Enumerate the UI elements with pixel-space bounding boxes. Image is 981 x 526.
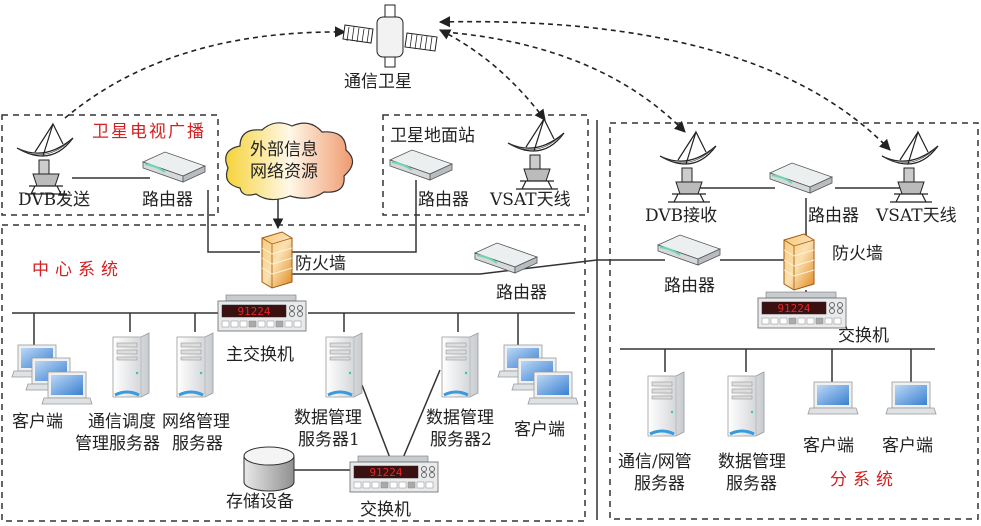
- link-satellite-vsat-branch: [438, 16, 891, 151]
- main-switch-icon: [217, 294, 307, 332]
- router-broadcast-label: 路由器: [142, 190, 193, 210]
- clients-left-label: 客户端: [12, 412, 63, 432]
- region-broadcast-box: [1, 114, 219, 216]
- vsat-ground-label: VSAT天线: [490, 190, 571, 210]
- branch-comm-server-label-1: 通信/网管: [618, 452, 692, 472]
- center-switch-icon: [349, 455, 439, 493]
- region-center-label: 中心系统: [32, 260, 124, 280]
- link-satellite-vsat-ground: [438, 29, 546, 121]
- dvb-send-antenna-icon: [16, 123, 74, 195]
- net-server-label-1: 网络管理: [162, 412, 230, 432]
- region-branch-box: [609, 122, 979, 520]
- branch-switch-label: 交换机: [838, 326, 889, 346]
- branch-data-server-label-1: 数据管理: [718, 452, 786, 472]
- router-broadcast-icon: [142, 151, 206, 183]
- branch-client-1-icon: [807, 381, 859, 415]
- satellite-label: 通信卫星: [344, 72, 412, 92]
- net-server-icon: [175, 331, 215, 399]
- firewall-branch-icon: [783, 233, 815, 291]
- firewall-branch-label: 防火墙: [832, 244, 883, 264]
- data-server-1-icon: [324, 331, 364, 399]
- branch-switch-icon: [757, 291, 847, 329]
- storage-icon: [243, 446, 295, 492]
- router-center-label: 路由器: [496, 283, 547, 303]
- main-switch-label: 主交换机: [226, 345, 294, 365]
- comm-server-icon: [111, 331, 151, 399]
- cloud-label-line1: 外部信息: [250, 140, 318, 160]
- data-server-2-label-2: 服务器2: [430, 430, 492, 450]
- dvb-recv-antenna-icon: [659, 131, 717, 203]
- dvb-send-label: DVB发送: [18, 190, 91, 210]
- branch-client-2-label: 客户端: [882, 436, 933, 456]
- comm-server-label-2: 管理服务器: [75, 434, 160, 454]
- clients-right-icon: [497, 344, 579, 405]
- region-ground-station-label: 卫星地面站: [390, 126, 475, 146]
- net-server-label-2: 服务器: [172, 434, 223, 454]
- firewall-center-icon: [261, 231, 293, 289]
- link-satellite-dvb-recv: [443, 31, 686, 133]
- branch-comm-server-label-2: 服务器: [634, 474, 685, 494]
- data-server-1-label-1: 数据管理: [294, 408, 362, 428]
- vsat-branch-label: VSAT天线: [876, 206, 957, 226]
- region-center-box: [1, 224, 586, 522]
- cloud-icon: [225, 122, 354, 201]
- firewall-center-label: 防火墙: [295, 254, 346, 274]
- branch-client-2-icon: [885, 381, 937, 415]
- branch-data-server-label-2: 服务器: [726, 474, 777, 494]
- clients-right-label: 客户端: [514, 420, 565, 440]
- comm-server-label-1: 通信调度: [88, 412, 156, 432]
- center-switch-label: 交换机: [360, 500, 411, 520]
- satellite-icon: [342, 4, 438, 68]
- dvb-recv-label: DVB接收: [645, 206, 718, 226]
- data-server-2-label-1: 数据管理: [426, 408, 494, 428]
- branch-client-1-label: 客户端: [803, 436, 854, 456]
- storage-label: 存储设备: [226, 492, 294, 512]
- branch-comm-server-icon: [646, 370, 686, 438]
- link-dvb-send-satellite: [64, 26, 347, 119]
- data-server-2-icon: [440, 331, 480, 399]
- data-server-1-label-2: 服务器1: [298, 430, 360, 450]
- vsat-ground-antenna-icon: [507, 118, 565, 190]
- branch-data-server-icon: [726, 370, 766, 438]
- router-branch-top-label: 路由器: [808, 206, 859, 226]
- clients-left-icon: [11, 344, 93, 405]
- router-ground-label: 路由器: [418, 190, 469, 210]
- router-branch-top-icon: [769, 162, 833, 194]
- vsat-branch-antenna-icon: [881, 131, 939, 203]
- region-broadcast-label: 卫星电视广播: [92, 122, 206, 142]
- router-branch-left-icon: [657, 234, 721, 266]
- router-ground-icon: [389, 149, 453, 181]
- region-branch-label: 分系统: [830, 470, 899, 490]
- router-branch-left-label: 路由器: [664, 276, 715, 296]
- cloud-label-line2: 网络资源: [250, 162, 318, 182]
